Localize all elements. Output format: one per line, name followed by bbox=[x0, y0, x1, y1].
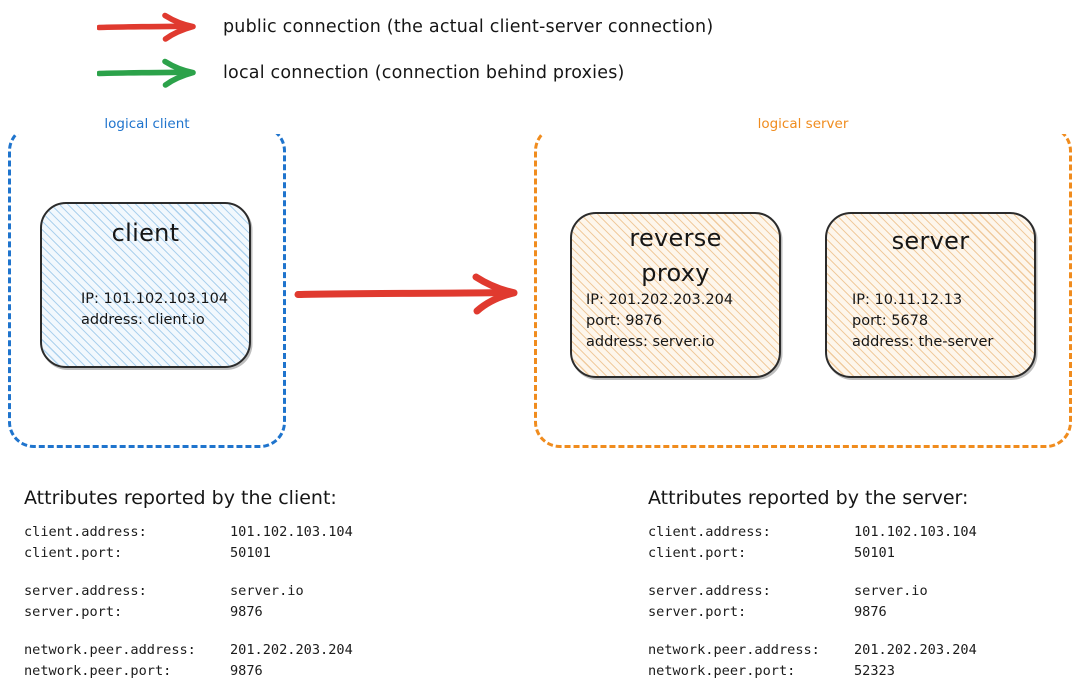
attr-value: 50101 bbox=[854, 544, 895, 561]
table-row: server.port: 9876 bbox=[24, 602, 353, 623]
node-client-properties: IP: 101.102.103.104 address: client.io bbox=[81, 289, 228, 331]
table-row: network.peer.port: 9876 bbox=[24, 661, 353, 682]
attr-key: client.address: bbox=[24, 524, 147, 540]
node-server-title: server bbox=[891, 227, 970, 255]
attr-value: server.io bbox=[230, 583, 304, 599]
table-row-spacer bbox=[24, 622, 353, 640]
node-reverse-proxy-title-line1: reverse bbox=[629, 224, 722, 252]
attributes-server-table: client.address: 101.102.103.104 client.p… bbox=[648, 522, 977, 681]
table-row: network.peer.address: 201.202.203.204 bbox=[648, 640, 977, 661]
logical-server-group: logical server bbox=[534, 115, 1072, 448]
attr-key bbox=[24, 622, 230, 640]
logical-client-caption: logical client bbox=[11, 115, 283, 134]
table-row: server.address: server.io bbox=[24, 581, 353, 602]
attributes-server-heading: Attributes reported by the server: bbox=[648, 487, 969, 509]
node-reverse-proxy[interactable]: reverse proxy IP: 201.202.203.204 port: … bbox=[570, 212, 781, 378]
red-arrow-icon bbox=[97, 12, 196, 42]
attr-key bbox=[648, 622, 854, 640]
attr-value: 9876 bbox=[854, 603, 887, 620]
attr-value: 50101 bbox=[230, 544, 271, 561]
attr-key: network.peer.port: bbox=[648, 662, 796, 679]
table-row: client.port: 50101 bbox=[24, 543, 353, 564]
node-client-title: client bbox=[111, 219, 180, 247]
legend-label-local-connection: local connection (connection behind prox… bbox=[223, 63, 625, 83]
attr-value bbox=[230, 622, 353, 640]
attr-value bbox=[854, 563, 977, 581]
node-server[interactable]: server IP: 10.11.12.13 port: 5678 addres… bbox=[825, 212, 1036, 378]
attr-value: 9876 bbox=[230, 662, 263, 679]
attr-value: 101.102.103.104 bbox=[230, 524, 353, 540]
red-arrow-icon bbox=[294, 273, 518, 315]
table-row: client.address: 101.102.103.104 bbox=[24, 522, 353, 543]
node-server-port: port: 5678 bbox=[852, 313, 929, 329]
node-reverse-proxy-port: port: 9876 bbox=[586, 313, 663, 329]
attr-value: 52323 bbox=[854, 662, 895, 679]
legend-item-public-connection: public connection (the actual client-ser… bbox=[97, 12, 713, 42]
table-row: network.peer.port: 52323 bbox=[648, 661, 977, 682]
attr-key: network.peer.address: bbox=[24, 642, 196, 658]
attr-value: 201.202.203.204 bbox=[230, 642, 353, 658]
node-reverse-proxy-address: address: server.io bbox=[586, 334, 715, 350]
attr-value: 101.102.103.104 bbox=[854, 524, 977, 540]
table-row-spacer bbox=[648, 563, 977, 581]
attributes-reported-by-server: Attributes reported by the server: clien… bbox=[648, 487, 977, 681]
attr-key: client.port: bbox=[648, 544, 747, 561]
attr-key: server.address: bbox=[648, 583, 771, 599]
table-row: client.port: 50101 bbox=[648, 543, 977, 564]
table-row-spacer bbox=[648, 622, 977, 640]
node-client-address: address: client.io bbox=[81, 312, 205, 328]
node-server-properties: IP: 10.11.12.13 port: 5678 address: the-… bbox=[852, 290, 993, 353]
legend-item-local-connection: local connection (connection behind prox… bbox=[97, 58, 625, 88]
attributes-client-table: client.address: 101.102.103.104 client.p… bbox=[24, 522, 353, 681]
attributes-client-heading: Attributes reported by the client: bbox=[24, 487, 337, 509]
logical-server-caption: logical server bbox=[537, 115, 1069, 134]
logical-client-group: logical client bbox=[8, 115, 286, 448]
green-arrow-icon bbox=[97, 58, 196, 88]
attr-key: server.address: bbox=[24, 583, 147, 599]
attr-key: server.port: bbox=[24, 603, 123, 620]
node-reverse-proxy-ip: IP: 201.202.203.204 bbox=[586, 292, 734, 308]
table-row: server.port: 9876 bbox=[648, 602, 977, 623]
attr-key bbox=[648, 563, 854, 581]
node-server-address: address: the-server bbox=[852, 334, 994, 350]
attr-value bbox=[854, 622, 977, 640]
attr-key: network.peer.port: bbox=[24, 662, 172, 679]
legend-label-public-connection: public connection (the actual client-ser… bbox=[223, 17, 714, 37]
attr-value: 201.202.203.204 bbox=[854, 642, 977, 658]
node-client[interactable]: client IP: 101.102.103.104 address: clie… bbox=[40, 202, 251, 368]
attr-key: client.address: bbox=[648, 524, 771, 540]
attr-value bbox=[230, 563, 353, 581]
attributes-reported-by-client: Attributes reported by the client: clien… bbox=[24, 487, 353, 681]
node-client-ip: IP: 101.102.103.104 bbox=[81, 291, 229, 307]
table-row: network.peer.address: 201.202.203.204 bbox=[24, 640, 353, 661]
node-reverse-proxy-title-line2: proxy bbox=[641, 259, 710, 287]
node-server-ip: IP: 10.11.12.13 bbox=[852, 292, 963, 308]
attr-key bbox=[24, 563, 230, 581]
table-row: client.address: 101.102.103.104 bbox=[648, 522, 977, 543]
attr-value: server.io bbox=[854, 583, 928, 599]
table-row-spacer bbox=[24, 563, 353, 581]
table-row: server.address: server.io bbox=[648, 581, 977, 602]
attr-key: client.port: bbox=[24, 544, 123, 561]
node-reverse-proxy-properties: IP: 201.202.203.204 port: 9876 address: … bbox=[586, 290, 733, 353]
attr-key: server.port: bbox=[648, 603, 747, 620]
attr-key: network.peer.address: bbox=[648, 642, 820, 658]
attr-value: 9876 bbox=[230, 603, 263, 620]
